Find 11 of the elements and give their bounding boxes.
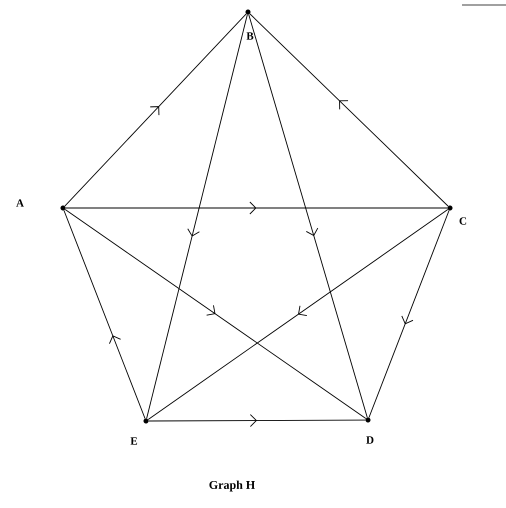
node-label: C — [460, 217, 466, 225]
node-label: A — [16, 199, 24, 207]
vertex: C — [448, 206, 466, 225]
vertex: B — [246, 10, 254, 40]
vertex: A — [16, 199, 66, 210]
vertex: E — [130, 418, 148, 445]
vertex: D — [366, 418, 374, 444]
caption: Graph H — [209, 480, 255, 492]
node-label: D — [366, 436, 374, 444]
node-label: E — [130, 437, 138, 445]
node-label: B — [246, 32, 254, 40]
